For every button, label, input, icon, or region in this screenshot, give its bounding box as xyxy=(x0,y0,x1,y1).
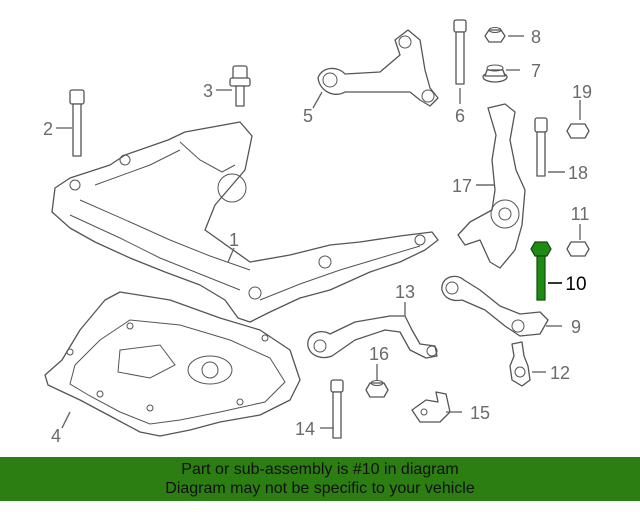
callout-8: 8 xyxy=(531,27,541,47)
leader-lines xyxy=(56,35,581,429)
callout-12: 12 xyxy=(550,363,570,383)
banner-line-2: Diagram may not be specific to your vehi… xyxy=(165,480,475,497)
part-19-nut xyxy=(566,123,590,139)
callout-11: 11 xyxy=(571,204,590,224)
part-14-bolt xyxy=(330,379,344,439)
part-7-nut xyxy=(482,64,508,83)
part-2-bolt xyxy=(69,89,85,157)
callout-3: 3 xyxy=(203,81,213,101)
part-16-nut xyxy=(365,380,389,398)
part-9-lower-arm xyxy=(441,275,549,337)
part-17-knuckle xyxy=(457,103,526,269)
callout-16: 16 xyxy=(369,344,389,364)
part-18-bolt xyxy=(534,117,548,177)
callout-19: 19 xyxy=(572,82,592,102)
part-15-bracket xyxy=(411,391,451,423)
part-13-lower-arm xyxy=(307,315,438,359)
part-5-upper-arm xyxy=(317,29,439,107)
banner-line-1: Part or sub-assembly is #10 in diagram xyxy=(181,461,459,478)
callout-2: 2 xyxy=(43,119,53,139)
part-4-shield xyxy=(44,291,301,437)
callout-5: 5 xyxy=(303,106,313,126)
parts-diagram: 1 2 3 4 5 6 7 8 9 10 11 12 13 14 15 16 1… xyxy=(43,19,592,446)
callout-15: 15 xyxy=(470,403,490,423)
part-1-subframe xyxy=(51,121,439,323)
callout-18: 18 xyxy=(568,163,588,183)
part-11-nut xyxy=(566,241,590,257)
callout-4: 4 xyxy=(51,426,61,446)
part-6-bolt xyxy=(453,19,467,85)
part-3-stud xyxy=(229,65,251,107)
callout-10: 10 xyxy=(565,274,586,295)
callout-14: 14 xyxy=(295,419,315,439)
part-12-ball-joint xyxy=(509,341,531,387)
part-info-banner: Part or sub-assembly is #10 in diagram D… xyxy=(0,457,640,501)
callout-17: 17 xyxy=(452,176,472,196)
callout-7: 7 xyxy=(531,61,541,81)
part-10-bolt xyxy=(530,241,552,301)
callout-6: 6 xyxy=(455,106,465,126)
part-8-nut xyxy=(484,27,506,43)
callout-labels: 1 2 3 4 5 6 7 8 9 10 11 12 13 14 15 16 1… xyxy=(43,27,592,446)
callout-9: 9 xyxy=(571,317,581,337)
callout-13: 13 xyxy=(395,282,415,302)
callout-1: 1 xyxy=(229,230,239,250)
